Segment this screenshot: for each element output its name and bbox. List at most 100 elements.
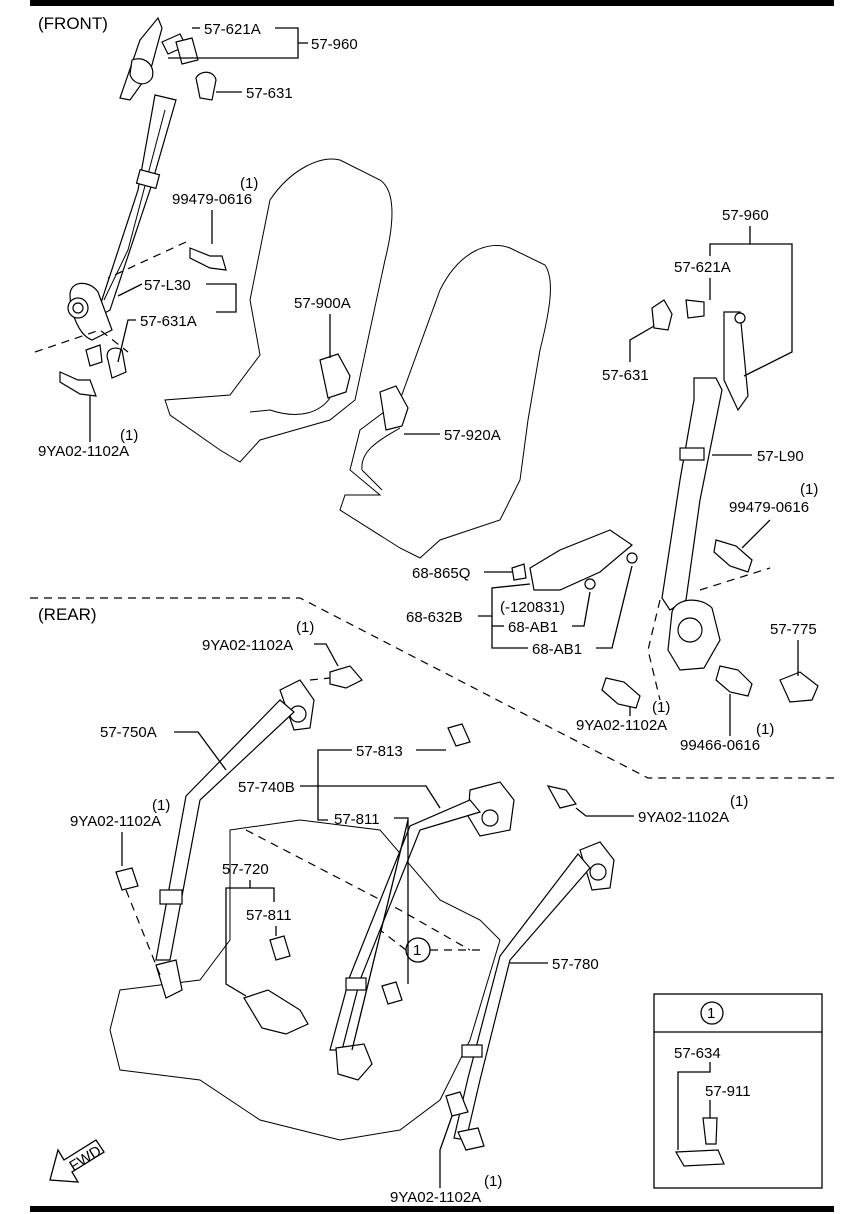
label-57-L30: 57-L30 — [144, 277, 191, 294]
buckle-wire-left — [249, 397, 331, 415]
bracket-57-775 — [779, 671, 819, 703]
guide-line — [107, 241, 187, 279]
leader-line — [596, 565, 633, 649]
inset-frame — [653, 993, 823, 1189]
bolt-9YA02-rear-3 — [445, 1091, 469, 1117]
guide-line — [699, 567, 771, 591]
leader-line — [709, 226, 751, 256]
label-57-960-right: 57-960 — [722, 207, 769, 224]
right-seat-outline — [339, 244, 551, 559]
left-seat-outline — [164, 158, 393, 463]
nut-68-AB1-upper — [626, 552, 638, 564]
inset-detail-box: 1 57-634 57-911 — [653, 993, 823, 1189]
label-9YA02-rear-3: 9YA02-1102A — [390, 1189, 481, 1206]
leader-line — [491, 616, 528, 649]
rear-center-guide — [345, 977, 367, 991]
upper-anchor — [129, 58, 154, 85]
leader-line — [741, 519, 771, 549]
label-57-750A: 57-750A — [100, 724, 157, 741]
label-120831: (-120831) — [500, 599, 565, 616]
rear-right-seatbelt — [445, 785, 615, 1151]
guide-line — [647, 599, 661, 701]
nut-68-AB1-lower — [584, 578, 596, 590]
label-57-813: 57-813 — [356, 743, 403, 760]
label-99479-left-num: (1) — [240, 175, 258, 192]
guide-line — [245, 829, 471, 951]
retractor-spool-right — [677, 617, 703, 643]
bolt-57-911 — [702, 1117, 718, 1145]
label-57-911: 57-911 — [705, 1083, 751, 1100]
front-right-webbing — [661, 377, 723, 611]
label-57-631-right: 57-631 — [602, 367, 649, 384]
bottom-border — [30, 1206, 834, 1212]
label-57-780: 57-780 — [552, 956, 599, 973]
rear-buckle-57-720 — [243, 935, 309, 1035]
label-9YA02-rear-4-num: (1) — [730, 793, 748, 810]
bolt-57-621A-right — [685, 299, 705, 319]
label-57-775: 57-775 — [770, 621, 817, 638]
webbing-guide — [135, 168, 161, 190]
rear-left-seatbelt — [115, 665, 363, 999]
bolt-9YA02-rear-2 — [115, 867, 139, 891]
rear-center-seatbelt — [329, 723, 515, 1081]
bolt-99479-right — [713, 539, 753, 573]
label-57-811-a: 57-811 — [334, 811, 380, 828]
buckle-assembly-57-720 — [243, 989, 309, 1035]
rear-section-label: (REAR) — [38, 605, 97, 624]
rear-center-buckle — [335, 1043, 373, 1081]
buckle-wire-right — [361, 427, 401, 491]
rear-right-guide — [461, 1044, 483, 1058]
label-57-631-top: 57-631 — [246, 85, 293, 102]
leader-line — [317, 749, 352, 786]
leader-line — [174, 731, 227, 771]
leader-line — [117, 283, 143, 297]
leader-line — [314, 643, 339, 667]
leader-line — [351, 819, 409, 1051]
front-left-seatbelt — [34, 16, 227, 397]
rear-left-anchor — [155, 959, 183, 999]
front-seats — [164, 158, 551, 559]
bolt-9YA02-rear-1 — [329, 665, 363, 689]
label-57-621A-right: 57-621A — [674, 259, 731, 276]
label-9YA02-rear-4: 9YA02-1102A — [638, 809, 729, 826]
rear-left-guide — [159, 889, 183, 905]
bolt-99479-left — [189, 247, 227, 271]
leader-line — [743, 243, 793, 377]
section-divider — [30, 597, 834, 779]
retractor-spool — [481, 809, 499, 827]
label-9YA02-rear-2-num: (1) — [152, 797, 170, 814]
washer — [734, 312, 746, 324]
lower-anchor-plate — [106, 347, 127, 379]
label-57-621A-top: 57-621A — [204, 21, 261, 38]
label-57-920A: 57-920A — [444, 427, 501, 444]
buckle-57-920A — [379, 385, 409, 431]
bolt-9YA02-front-right — [601, 677, 641, 709]
webbing-guide-right — [679, 447, 705, 461]
label-57-631A: 57-631A — [140, 313, 197, 330]
label-9YA02-front-right-num: (1) — [652, 699, 670, 716]
label-57-811-b: 57-811 — [246, 907, 292, 924]
label-57-900A: 57-900A — [294, 295, 351, 312]
leader-line — [206, 283, 237, 313]
label-9YA02-front-right: 9YA02-1102A — [576, 717, 667, 734]
label-99479-right-num: (1) — [800, 481, 818, 498]
front-right-seatbelt — [511, 299, 819, 709]
leader-line — [300, 785, 441, 809]
label-57-634: 57-634 — [674, 1045, 721, 1062]
buckle-57-900A — [319, 353, 351, 399]
leader-line — [439, 1115, 453, 1188]
bracket-57-634 — [674, 1149, 725, 1167]
bolt-57-811-right — [381, 981, 403, 1005]
rear-seat-outline — [109, 819, 501, 1141]
label-68-865Q: 68-865Q — [412, 565, 470, 582]
rear-right-webbing — [453, 853, 591, 1141]
label-57-720: 57-720 — [222, 861, 269, 878]
leader-line — [629, 325, 655, 362]
leader-line — [478, 583, 531, 617]
leader-line — [117, 319, 136, 363]
spool-center — [72, 302, 84, 314]
label-99466-num: (1) — [756, 721, 774, 738]
leader-line — [677, 1062, 711, 1150]
